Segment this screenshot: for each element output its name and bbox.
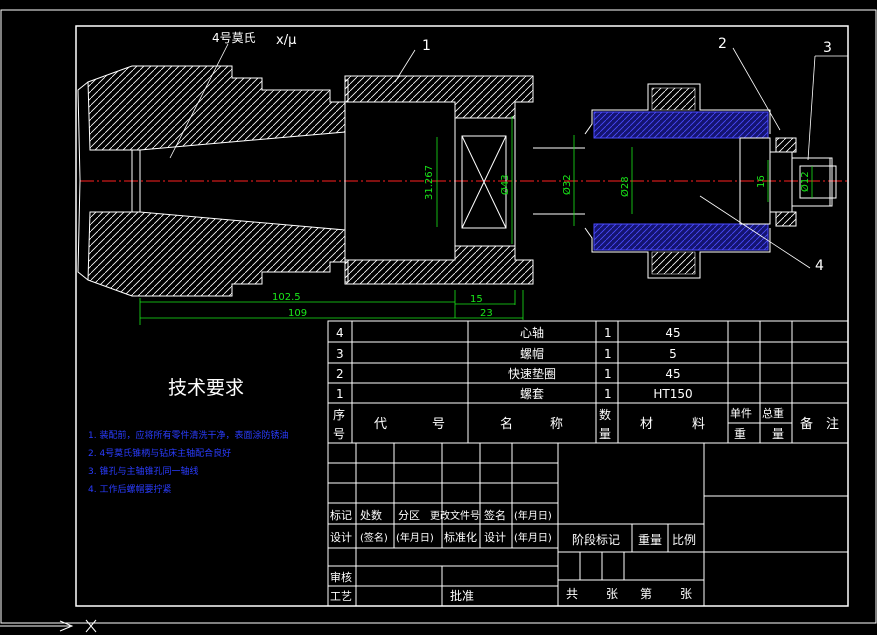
tb-date2: (年月日) <box>396 531 434 544</box>
hdr-remark-1: 备 <box>800 416 813 432</box>
dim-l2: 109 <box>288 308 307 319</box>
bom-row-3: 2 快速垫圈 1 45 <box>336 366 681 381</box>
hdr-weight-1: 重 <box>734 427 746 441</box>
bom-row-qty: 1 <box>604 387 612 401</box>
tech-req-item-2: 2. 4号莫氏锥柄与钻床主轴配合良好 <box>88 447 231 459</box>
tb-std: 标准化 <box>444 530 477 544</box>
tb-design2: 设计 <box>484 531 506 544</box>
tb-sheets-4: 张 <box>680 587 692 601</box>
bom-row-material: 5 <box>669 347 677 361</box>
bom-row-no: 1 <box>336 387 344 401</box>
dim-d3: Ø32 <box>561 174 573 195</box>
part-label-2: 2 <box>718 36 727 52</box>
hdr-name-1: 名 <box>500 416 513 432</box>
tb-mark: 标记 <box>330 508 352 522</box>
tb-date3: (年月日) <box>514 531 552 544</box>
dimension-lines <box>139 116 813 325</box>
bom-row-qty: 1 <box>604 347 612 361</box>
tb-scale: 比例 <box>672 533 696 547</box>
hdr-mat-2: 料 <box>692 417 705 432</box>
bom-row-qty: 1 <box>604 367 612 381</box>
dim-d6: Ø12 <box>799 171 811 192</box>
hdr-qty-2: 量 <box>599 427 611 441</box>
bom-row-material: HT150 <box>653 387 692 401</box>
tech-req-item-1: 1. 装配前，应将所有零件清洗干净，表面涂防锈油 <box>88 429 288 441</box>
symbol-label: x/μ <box>276 33 296 48</box>
hdr-qty-1: 数 <box>599 407 611 422</box>
dim-l4: 23 <box>480 308 493 319</box>
tech-req-item-4: 4. 工作后螺帽要拧紧 <box>88 483 171 495</box>
hdr-weight-2: 量 <box>772 427 784 441</box>
tb-approve: 批准 <box>450 588 474 603</box>
dim-d1: 31.267 <box>424 165 435 200</box>
tb-design: 设计 <box>330 531 352 544</box>
dim-d5: 16 <box>756 175 767 188</box>
dim-d2: Ø43 <box>499 174 511 195</box>
tb-stage: 阶段标记 <box>572 532 620 547</box>
bom-header: 序 号 代 号 名 称 数 量 材 料 单件 总重 重 量 备 注 <box>333 406 839 441</box>
dim-l1: 102.5 <box>272 292 301 303</box>
tb-zone: 分区 <box>398 509 420 522</box>
tb-date: (年月日) <box>514 509 552 522</box>
bom-row-name: 心轴 <box>520 325 544 340</box>
hdr-unit: 单件 <box>730 407 752 420</box>
tb-doc: 更改文件号 <box>430 509 480 522</box>
morse-shank <box>77 65 349 297</box>
title-block-text: 标记 处数 分区 更改文件号 签名 (年月日) 设计 (签名) (年月日) 标准… <box>330 508 696 603</box>
bom-row-1: 4 心轴 1 45 <box>336 325 681 340</box>
bom-table <box>327 320 849 444</box>
tb-process: 工艺 <box>330 590 352 603</box>
bom-row-name: 螺帽 <box>520 346 544 361</box>
part-label-4: 4 <box>815 258 824 274</box>
bom-row-material: 45 <box>665 367 680 381</box>
tech-req-title: 技术要求 <box>168 377 244 399</box>
leader-lines <box>169 43 848 269</box>
bom-row-no: 4 <box>336 326 344 340</box>
bom-row-no: 2 <box>336 367 344 381</box>
bom-row-material: 45 <box>665 326 680 340</box>
hdr-no-1: 序 <box>333 407 345 422</box>
bom-row-qty: 1 <box>604 326 612 340</box>
part-label-3: 3 <box>823 40 832 56</box>
hdr-mat-1: 材 <box>640 417 653 432</box>
outer-frame <box>0 9 877 624</box>
ucs-icon <box>0 619 97 633</box>
hdr-total: 总重 <box>762 406 784 420</box>
tb-weight: 重量 <box>638 533 662 547</box>
tb-sheets-3: 第 <box>640 587 652 601</box>
bom-row-no: 3 <box>336 347 344 361</box>
tb-sheets-2: 张 <box>606 587 618 601</box>
hdr-name-2: 称 <box>550 417 563 432</box>
tb-sheets-1: 共 <box>566 587 578 601</box>
tech-req-item-3: 3. 锥孔与主轴锥孔同一轴线 <box>88 465 198 477</box>
tb-check: 审核 <box>330 570 352 584</box>
part-label-1: 1 <box>422 38 431 54</box>
tool-label: 4号莫氏 <box>212 31 256 45</box>
tb-sign2: (签名) <box>360 531 388 544</box>
bom-row-2: 3 螺帽 1 5 <box>336 346 677 361</box>
hdr-remark-2: 注 <box>826 417 839 432</box>
title-block <box>327 442 849 607</box>
sleeve-part <box>344 75 585 285</box>
mandrel-part <box>584 83 837 279</box>
hdr-code-2: 号 <box>432 417 445 432</box>
hdr-no-2: 号 <box>333 427 345 441</box>
dim-d4: Ø28 <box>619 176 631 197</box>
hdr-code-1: 代 <box>374 417 387 432</box>
bom-row-4: 1 螺套 1 HT150 <box>336 387 693 401</box>
tb-count: 处数 <box>360 509 382 522</box>
dim-l3: 15 <box>470 294 483 305</box>
bom-row-name: 快速垫圈 <box>508 366 556 381</box>
bom-row-name: 螺套 <box>520 387 544 401</box>
tb-sign: 签名 <box>484 508 506 522</box>
